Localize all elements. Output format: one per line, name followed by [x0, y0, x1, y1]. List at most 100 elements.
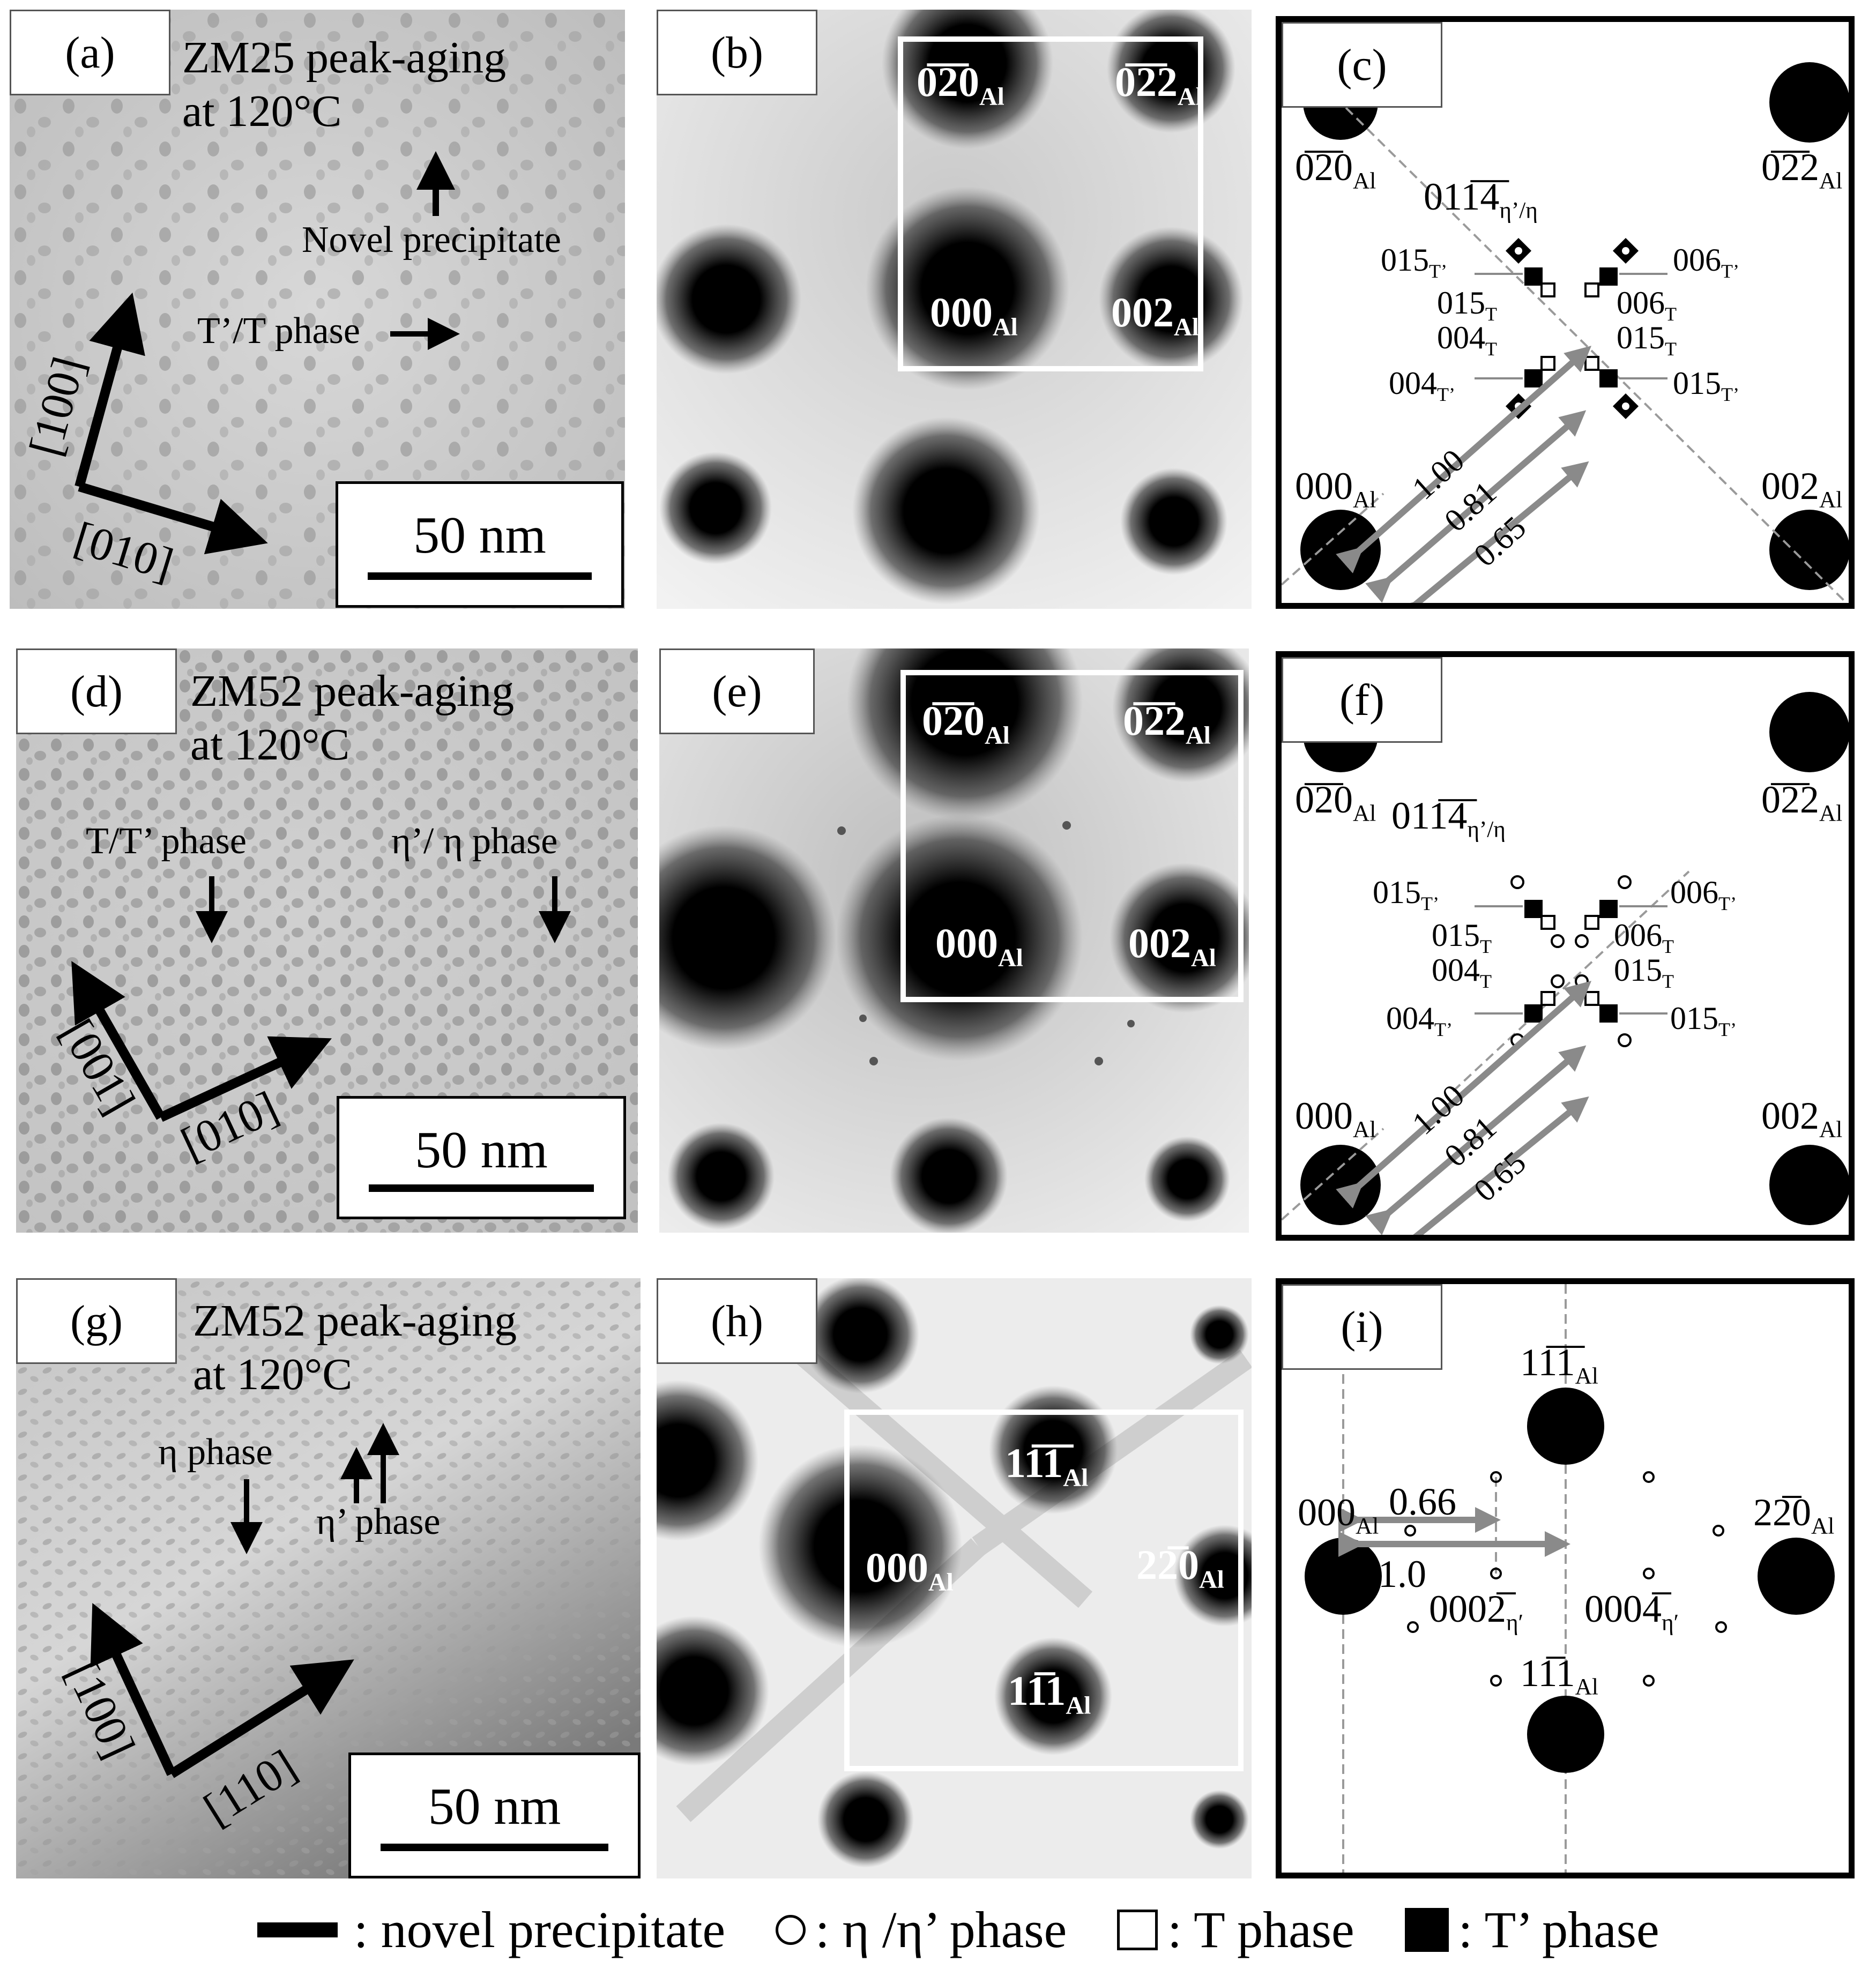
- arrows-d: [71, 876, 571, 1122]
- panel-title-g-line2: at 120°C: [193, 1349, 353, 1399]
- annotation-eta-phase-d: η’/ η phase: [391, 821, 558, 862]
- reflection-label-f-r1: 006T’: [1670, 875, 1737, 914]
- spot-label-e-3: 000Al: [935, 920, 1023, 972]
- spot-label-c-tr: 0̅2̅2Al: [1761, 146, 1843, 194]
- spot-label-i-top: 11̅1̅Al: [1520, 1341, 1598, 1389]
- legend-filled-square-swatch: [1404, 1907, 1449, 1952]
- spot-label-i-bottom: 11̅1Al: [1520, 1652, 1598, 1700]
- spot-label-c-tl: 0̅2̅0Al: [1295, 146, 1376, 194]
- scale-bar-d: 50 nm: [337, 1096, 626, 1219]
- reflection-label-i-2: 0004̅η′: [1584, 1587, 1679, 1636]
- panel-label-i: (i): [1282, 1284, 1442, 1370]
- schematic-drawing-f: [1282, 692, 1849, 1235]
- diffraction-pattern-b: (b) 0̅2̅0Al 0̅2̅2Al 000Al 002Al: [657, 10, 1252, 609]
- legend-open-square-swatch: [1117, 1909, 1158, 1950]
- legend-t-phase: : T phase: [1167, 1901, 1354, 1959]
- reflection-label-i-1: 0002̅η′: [1429, 1587, 1524, 1636]
- panel-title-g-line1: ZM52 peak-aging: [193, 1296, 517, 1346]
- panel-label-d: (d): [16, 648, 177, 734]
- spot-label-f-bl: 000Al: [1295, 1094, 1376, 1143]
- legend-novel-precipitate: : novel precipitate: [354, 1901, 726, 1959]
- legend-line-swatch: [257, 1922, 338, 1937]
- tem-image-d: (d) ZM52 peak-aging at 120°C T/T’ phase …: [16, 648, 638, 1233]
- dp-spots-h: [657, 1278, 1252, 1878]
- annotation-novel-precipitate: Novel precipitate: [302, 219, 561, 260]
- spot-label-h-2: 000Al: [866, 1544, 954, 1597]
- panel-label-b: (b): [657, 10, 817, 95]
- scale-bar-g: 50 nm: [348, 1753, 641, 1878]
- reflection-label-f-r3: 015T: [1614, 952, 1674, 992]
- reflection-label-c-r1: 006T’: [1673, 242, 1739, 282]
- reflection-label-c-top: 011̅4̅η’/η: [1424, 175, 1538, 223]
- reflection-label-c-r4: 015T’: [1673, 366, 1739, 405]
- reflection-label-f-l2: 015T: [1432, 918, 1492, 957]
- distance-label-i-2: 1.0: [1378, 1553, 1426, 1595]
- spot-label-h-1: 11̅1̅Al: [1005, 1440, 1089, 1492]
- schematic-f: (f) 0̅2̅0Al 0̅2̅2Al 000Al 002Al 011̅4̅η’…: [1276, 651, 1855, 1241]
- schematic-drawing-i: [1305, 1284, 1835, 1873]
- reflection-label-c-l1: 015T’: [1381, 242, 1447, 282]
- reflection-label-c-r3: 015T: [1617, 320, 1677, 360]
- spot-label-h-4: 11̅1Al: [1008, 1667, 1091, 1720]
- dp-spots-b: [657, 10, 1252, 609]
- panel-title-d-line2: at 120°C: [190, 720, 350, 770]
- panel-title-a-line1: ZM25 peak-aging: [182, 33, 507, 83]
- annotation-t-phase: T’/T phase: [197, 310, 360, 352]
- panel-label-h: (h): [657, 1278, 817, 1364]
- scale-bar-line: [368, 572, 592, 580]
- reflection-label-f-l3: 004T: [1432, 952, 1492, 992]
- reflection-label-f-r2: 006T: [1614, 918, 1674, 957]
- scale-bar-label: 50 nm: [413, 506, 546, 564]
- spot-label-b-1: 0̅2̅0Al: [917, 58, 1004, 111]
- scale-bar-label: 50 nm: [415, 1121, 548, 1179]
- spot-label-e-1: 0̅2̅0Al: [922, 697, 1010, 750]
- panel-title-d-line1: ZM52 peak-aging: [190, 666, 515, 716]
- panel-label-g: (g): [16, 1278, 177, 1364]
- spot-label-b-4: 002Al: [1111, 289, 1199, 341]
- arrows-a: [75, 151, 460, 555]
- dp-spots-e: [659, 648, 1249, 1233]
- figure-legend: : novel precipitate : η /η’ phase : T ph…: [257, 1895, 1659, 1959]
- reflection-label-c-l3: 004T: [1437, 320, 1497, 360]
- legend-circle-swatch: [776, 1914, 806, 1945]
- arrows-g: [90, 1423, 399, 1778]
- spot-label-i-left: 000Al: [1298, 1491, 1379, 1539]
- reflection-label-f-l4: 004T’: [1386, 1001, 1453, 1040]
- legend-t-prime-phase: : T’ phase: [1458, 1901, 1659, 1959]
- legend-eta-phase: : η /η’ phase: [815, 1901, 1067, 1959]
- panel-label-c: (c): [1282, 22, 1442, 108]
- diffraction-pattern-e: (e) 0̅2̅0Al 0̅2̅2Al 000Al 002Al: [659, 648, 1249, 1233]
- tem-image-g: (g) ZM52 peak-aging at 120°C η phase η’ …: [16, 1278, 641, 1878]
- tem-texture-d: [16, 648, 638, 1233]
- diffraction-pattern-h: (h) 11̅1̅Al 000Al 22̅0Al 11̅1Al: [657, 1278, 1252, 1878]
- spot-label-c-br: 002Al: [1761, 465, 1843, 513]
- scale-bar-line: [381, 1844, 608, 1851]
- spot-label-b-3: 000Al: [930, 289, 1018, 341]
- panel-title-a-line2: at 120°C: [182, 86, 342, 136]
- spot-label-h-3: 22̅0Al: [1136, 1541, 1224, 1594]
- spot-label-e-4: 002Al: [1128, 920, 1216, 972]
- spot-label-b-2: 0̅2̅2Al: [1115, 58, 1203, 111]
- reflection-label-c-r2: 006T: [1617, 285, 1677, 325]
- scale-bar-a: 50 nm: [336, 481, 624, 608]
- scale-bar-label: 50 nm: [428, 1778, 561, 1836]
- reflection-label-f-r4: 015T’: [1670, 1001, 1737, 1040]
- reflection-label-c-l4: 004T’: [1389, 366, 1455, 405]
- spot-label-e-2: 0̅2̅2Al: [1123, 697, 1211, 750]
- spot-label-f-tl: 0̅2̅0Al: [1295, 778, 1376, 826]
- annotation-eta-prime-phase-g: η’ phase: [316, 1501, 441, 1542]
- reflection-label-f-l1: 015T’: [1373, 875, 1439, 914]
- tem-image-a: (a) ZM25 peak-aging at 120°C Novel preci…: [10, 10, 625, 609]
- reflection-label-f-top: 011̅4̅η’/η: [1391, 794, 1506, 842]
- panel-label-e: (e): [659, 648, 815, 734]
- schematic-i: (i) 11̅1̅Al 000Al 22̅0Al 11̅1Al 0.66 1.0…: [1276, 1278, 1855, 1878]
- panel-label-f: (f): [1282, 657, 1442, 743]
- spot-label-i-right: 22̅0Al: [1753, 1491, 1835, 1539]
- tem-texture-a: [10, 10, 625, 609]
- spot-label-c-bl: 000Al: [1295, 465, 1376, 513]
- schematic-c: (c) 0̅2̅0Al 0̅2̅2Al 000Al 002Al 011̅4̅η’…: [1276, 16, 1855, 609]
- spot-label-f-tr: 0̅2̅2Al: [1761, 778, 1843, 826]
- annotation-t-phase-d: T/T’ phase: [86, 821, 247, 862]
- annotation-eta-phase-g: η phase: [158, 1431, 273, 1473]
- panel-label-a: (a): [10, 10, 170, 95]
